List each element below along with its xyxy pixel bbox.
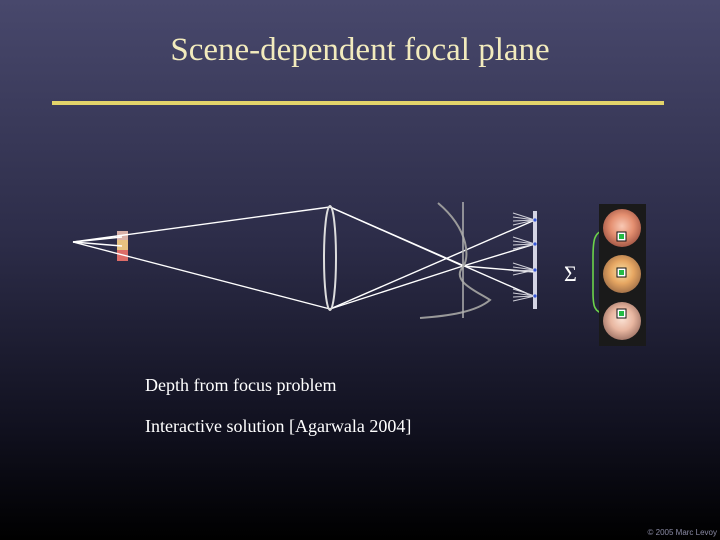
focus-sample-bottom (603, 302, 641, 340)
lens-icon (323, 205, 337, 311)
sensor-plane (533, 211, 537, 309)
bullet-depth-from-focus: Depth from focus problem (145, 375, 337, 395)
sum-symbol: Σ (564, 261, 577, 286)
ray-lines (72, 206, 536, 310)
sensor-pixels (533, 218, 537, 298)
focal-surface-curve (419, 202, 492, 319)
microlens-fans (512, 212, 536, 302)
title-underline (52, 101, 664, 105)
focus-sample-middle (603, 255, 641, 293)
slide-title: Scene-dependent focal plane (170, 32, 550, 68)
copyright-footer: © 2005 Marc Levoy (647, 528, 717, 537)
bracket (592, 229, 606, 315)
focus-sample-top (603, 209, 641, 247)
bullet-interactive-solution: Interactive solution [Agarwala 2004] (145, 416, 412, 436)
